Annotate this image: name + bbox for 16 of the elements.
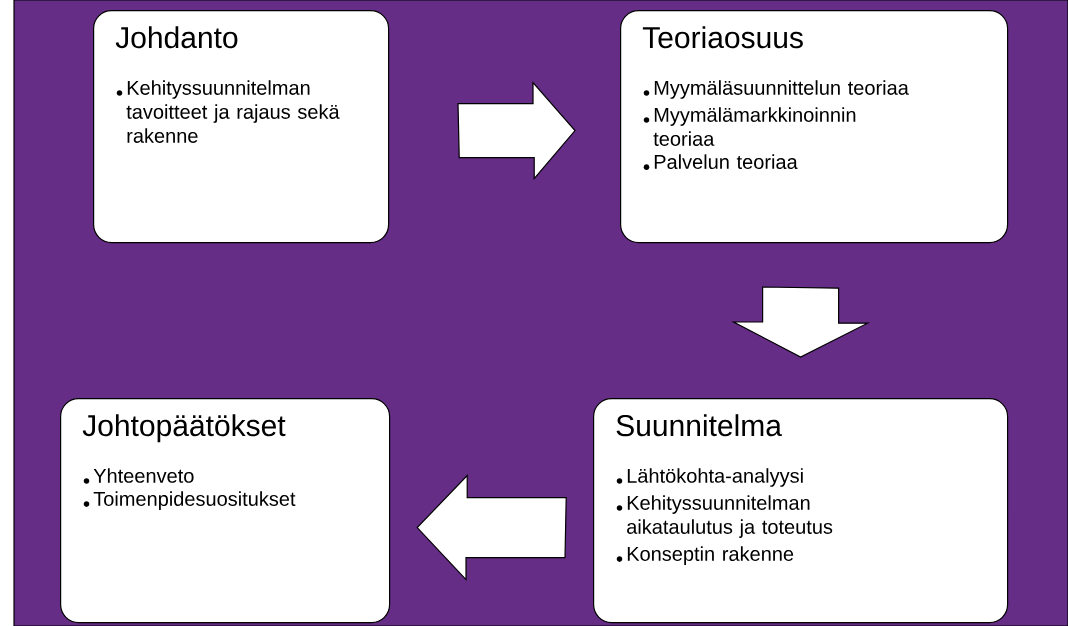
- bullet-text: Yhteenveto: [93, 468, 194, 483]
- bullet-text: Palvelun teoriaa: [654, 154, 798, 169]
- bullet-text: Myymäläsuunnittelun teoriaa: [654, 80, 909, 99]
- heading-text: Johdanto: [115, 26, 238, 49]
- bullet-text: Toimenpidesuositukset: [93, 491, 296, 510]
- bullet-text: Konseptin rakenne: [627, 546, 794, 565]
- bullet-text: Lähtökohta-analyysi: [627, 468, 803, 487]
- heading-text: Suunnitelma: [616, 414, 782, 437]
- bullet-text: Kehityssuunnitelman aikataulutus ja toteutus: [627, 495, 833, 538]
- bullet-text: Kehityssuunnitelman tavoitteet ja rajaus sekä rakenne: [126, 80, 340, 143]
- bullet-text: Myymälämarkkinoinnin teoriaa: [653, 107, 856, 146]
- heading-text: Teoriaosuus: [642, 26, 803, 49]
- block-arrow: [416, 474, 567, 582]
- block-arrow: [457, 81, 576, 181]
- heading-text: Johtopäätökset: [82, 414, 286, 443]
- block-arrow: [731, 286, 871, 358]
